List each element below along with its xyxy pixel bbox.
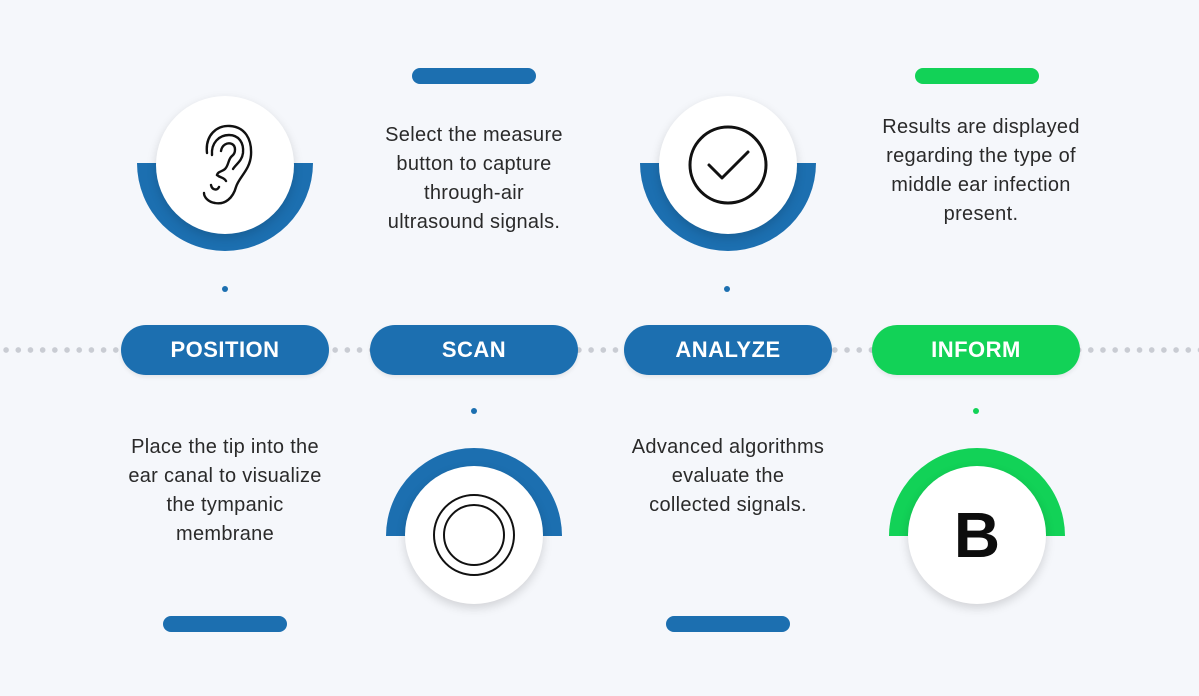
inform-description: Results are displayed regarding the type… — [833, 113, 1129, 229]
scan-pill: SCAN — [370, 325, 578, 375]
description-line: regarding the type of — [886, 145, 1076, 167]
inform-pill: INFORM — [872, 325, 1080, 375]
inform-dash — [915, 68, 1039, 84]
description-line: Advanced algorithms — [631, 436, 825, 458]
analyze-connector-dot — [724, 286, 730, 292]
scan-description: Select the measure button to capture thr… — [328, 121, 620, 237]
analyze-dash — [666, 616, 790, 632]
analyze-icon-circle — [659, 96, 797, 234]
analyze-description: Advanced algorithms evaluate the collect… — [582, 433, 874, 520]
description-line: the tympanic — [166, 494, 284, 516]
description-line: membrane — [176, 523, 274, 545]
description-line: button to capture — [396, 153, 552, 175]
description-line: Results are displayed — [882, 116, 1080, 138]
scan-connector-dot — [471, 408, 477, 414]
letter-b-icon: B — [953, 499, 1001, 571]
position-icon-circle — [156, 96, 294, 234]
position-description: Place the tip into the ear canal to visu… — [80, 433, 370, 549]
timeline-dotted-line — [0, 347, 1199, 353]
description-line: present. — [943, 203, 1019, 225]
description-line: ultrasound signals. — [387, 211, 561, 233]
scan-dash — [412, 68, 536, 84]
checkmark-circle-icon — [688, 125, 768, 205]
position-pill: POSITION — [121, 325, 329, 375]
concentric-circles-icon — [433, 494, 515, 576]
description-line: middle ear infection — [891, 174, 1071, 196]
inform-connector-dot — [973, 408, 979, 414]
position-dash — [163, 616, 287, 632]
description-line: Place the tip into the — [131, 436, 319, 458]
description-line: evaluate the — [671, 465, 785, 487]
inform-icon-circle: B — [908, 466, 1046, 604]
scan-icon-circle — [405, 466, 543, 604]
description-line: ear canal to visualize — [128, 465, 322, 487]
description-line: collected signals. — [649, 494, 807, 516]
position-connector-dot — [222, 286, 228, 292]
ear-icon — [202, 124, 253, 205]
description-line: through-air — [423, 182, 525, 204]
analyze-pill: ANALYZE — [624, 325, 832, 375]
description-line: Select the measure — [385, 124, 563, 146]
